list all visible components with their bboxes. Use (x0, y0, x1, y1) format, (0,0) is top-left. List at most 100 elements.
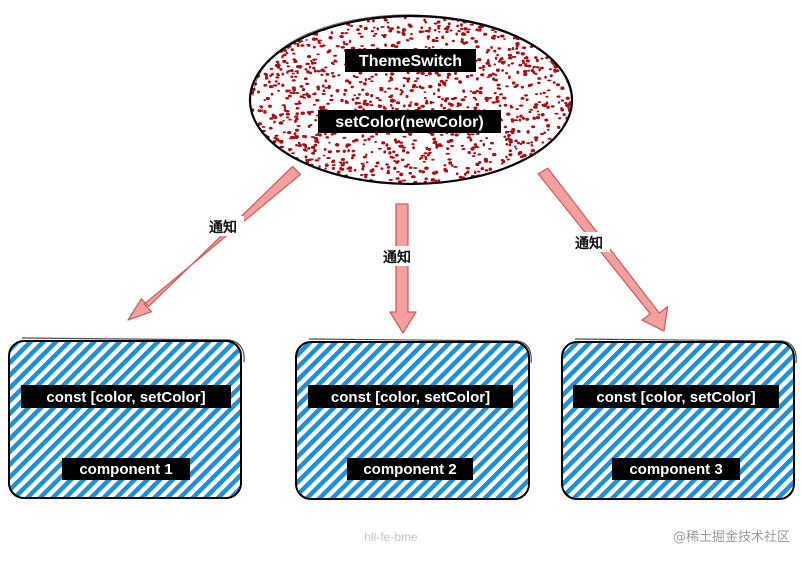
stipple-dot (457, 30, 461, 33)
stipple-dot (508, 75, 511, 79)
stipple-dot (413, 80, 418, 83)
stipple-dot (329, 98, 334, 102)
stipple-dot (532, 116, 537, 120)
stipple-dot (506, 158, 511, 161)
stipple-dot (400, 91, 404, 94)
stipple-dot (373, 32, 378, 35)
stipple-dot (431, 38, 436, 43)
stipple-dot (473, 106, 478, 111)
stipple-dot (450, 164, 454, 167)
stipple-dot (411, 175, 416, 179)
stipple-dot (475, 77, 479, 81)
stipple-dot (279, 114, 283, 117)
stipple-dot (344, 32, 349, 35)
stipple-dot (353, 168, 357, 172)
stipple-dot (547, 124, 550, 127)
notify-arrow-right: 通知 (537, 167, 669, 332)
stipple-dot (377, 147, 382, 150)
stipple-dot (277, 64, 281, 67)
stipple-dot (466, 106, 470, 109)
stipple-dot (484, 169, 489, 172)
stipple-dot (550, 105, 555, 108)
stipple-dot (349, 24, 354, 27)
stipple-dot (311, 37, 316, 41)
stipple-dot (314, 119, 317, 122)
stipple-dot (375, 97, 380, 100)
stipple-dot (525, 56, 529, 60)
stipple-dot (269, 67, 274, 71)
stipple-dot (454, 77, 459, 80)
stipple-dot (437, 83, 441, 87)
stipple-dot (277, 82, 281, 85)
stipple-dot (567, 102, 571, 107)
stipple-dot (363, 173, 369, 176)
stipple-dot (343, 92, 346, 96)
stipple-dot (497, 87, 502, 90)
stipple-dot (396, 30, 400, 34)
stipple-dot (365, 161, 369, 164)
stipple-dot (537, 77, 542, 80)
stipple-dot (382, 105, 386, 109)
stipple-dot (378, 99, 382, 102)
stipple-dot (436, 25, 441, 27)
stipple-dot (339, 35, 344, 38)
stipple-dot (257, 109, 262, 113)
stipple-dot (371, 168, 375, 172)
stipple-dot (565, 96, 570, 101)
stipple-dot (556, 125, 561, 129)
stipple-dot (297, 143, 303, 148)
stipple-dot (304, 155, 308, 159)
stipple-dot (268, 85, 274, 89)
stipple-dot (294, 70, 298, 73)
stipple-dot (328, 141, 331, 144)
stipple-dot (357, 93, 361, 96)
stipple-dot (330, 160, 335, 163)
stipple-dot (375, 161, 380, 165)
stipple-dot (487, 58, 490, 63)
stipple-dot (331, 71, 335, 75)
stipple-dot (382, 35, 386, 39)
stipple-dot (386, 132, 391, 135)
stipple-dot (430, 132, 435, 136)
stipple-dot (294, 75, 298, 78)
stipple-dot (554, 112, 559, 115)
stipple-dot (330, 31, 334, 35)
stipple-dot (291, 152, 295, 155)
stipple-dot (285, 96, 290, 100)
stipple-dot (331, 166, 336, 170)
stipple-dot (361, 164, 366, 168)
stipple-dot (277, 89, 280, 92)
stipple-dot (389, 104, 393, 107)
stipple-dot (460, 23, 463, 27)
stipple-dot (475, 102, 480, 107)
stipple-dot (525, 98, 529, 101)
stipple-dot (389, 76, 393, 80)
stipple-dot (282, 49, 288, 52)
stipple-dot (281, 83, 285, 87)
stipple-dot (290, 48, 294, 52)
stipple-dot (443, 18, 447, 22)
stipple-dot (556, 95, 561, 98)
stipple-dot (494, 30, 497, 34)
stipple-dot (369, 104, 374, 107)
stipple-dot (543, 131, 546, 135)
component-3-hook-label: const [color, setColor] (596, 389, 755, 406)
stipple-dot (306, 94, 310, 97)
stipple-dot (289, 91, 294, 94)
stipple-dot (470, 147, 475, 151)
stipple-dot (375, 132, 379, 136)
stipple-dot (354, 76, 359, 79)
stipple-dot (515, 147, 518, 150)
stipple-dot (264, 76, 269, 80)
component-1-name-box (62, 458, 190, 480)
stipple-dot (302, 96, 307, 99)
stipple-dot (295, 144, 298, 147)
stipple-dot (420, 86, 425, 90)
stipple-dot (499, 93, 503, 96)
stipple-dot (342, 41, 346, 44)
stipple-dot (272, 140, 277, 144)
stipple-dot (430, 101, 435, 104)
stipple-dot (379, 88, 384, 92)
stipple-dot (312, 45, 316, 49)
stipple-dot (524, 65, 529, 68)
